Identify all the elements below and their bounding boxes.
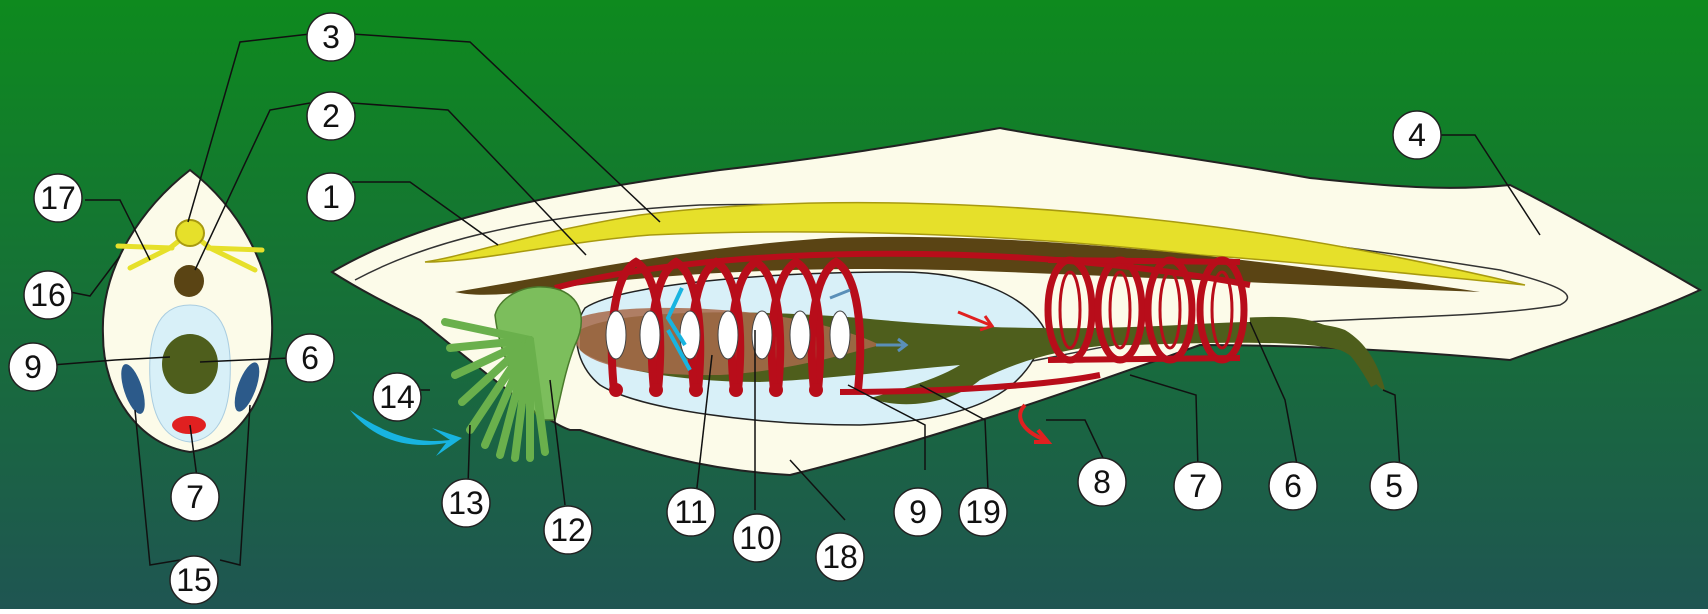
label-number: 18 <box>822 539 858 575</box>
label-12: 12 <box>544 506 592 554</box>
label-4: 4 <box>1393 111 1441 159</box>
label-number: 16 <box>30 277 66 313</box>
label-15: 15 <box>170 556 218 604</box>
gill-slit <box>718 311 738 359</box>
label-16: 16 <box>24 271 72 319</box>
label-number: 7 <box>1189 468 1207 504</box>
label-2: 2 <box>307 92 355 140</box>
gill-slit <box>790 311 810 359</box>
label-19: 19 <box>959 488 1007 536</box>
gill-arch-node <box>729 383 743 397</box>
label-8: 8 <box>1078 458 1126 506</box>
label-number: 3 <box>322 19 340 55</box>
label-11: 11 <box>667 488 715 536</box>
label-number: 9 <box>24 349 42 385</box>
gill-slit <box>830 311 850 359</box>
label-18: 18 <box>816 533 864 581</box>
gill-slit <box>680 311 700 359</box>
label-number: 6 <box>301 340 319 376</box>
label-3: 3 <box>307 13 355 61</box>
label-7: 7 <box>1174 462 1222 510</box>
label-number: 6 <box>1284 468 1302 504</box>
label-7: 7 <box>171 473 219 521</box>
label-6: 6 <box>286 334 334 382</box>
label-number: 7 <box>186 479 204 515</box>
cross-section-ventral-vessel <box>172 416 206 434</box>
gill-slit <box>640 311 660 359</box>
label-5: 5 <box>1370 462 1418 510</box>
cross-section-nerve-cord <box>176 220 204 246</box>
label-number: 1 <box>322 179 340 215</box>
label-10: 10 <box>733 514 781 562</box>
gill-arch-node <box>609 383 623 397</box>
label-number: 4 <box>1408 117 1426 153</box>
label-number: 17 <box>40 180 76 216</box>
label-6: 6 <box>1269 462 1317 510</box>
gill-arch-node <box>809 383 823 397</box>
label-number: 8 <box>1093 464 1111 500</box>
label-number: 10 <box>739 520 775 556</box>
label-number: 9 <box>909 494 927 530</box>
label-number: 15 <box>176 562 212 598</box>
label-17: 17 <box>34 174 82 222</box>
label-13: 13 <box>442 479 490 527</box>
cross-section-gut <box>162 334 218 394</box>
gill-slit <box>606 311 626 359</box>
label-number: 12 <box>550 512 586 548</box>
label-9: 9 <box>894 488 942 536</box>
gill-arch-node <box>649 383 663 397</box>
label-14: 14 <box>373 373 421 421</box>
label-number: 5 <box>1385 468 1403 504</box>
cross-section-notochord <box>174 265 204 297</box>
label-number: 11 <box>674 494 707 530</box>
label-1: 1 <box>307 173 355 221</box>
label-number: 2 <box>322 98 340 134</box>
label-number: 14 <box>379 379 415 415</box>
gill-arch-node <box>689 383 703 397</box>
label-9: 9 <box>9 343 57 391</box>
label-number: 19 <box>965 494 1001 530</box>
label-number: 13 <box>448 485 484 521</box>
gill-arch-node <box>769 383 783 397</box>
